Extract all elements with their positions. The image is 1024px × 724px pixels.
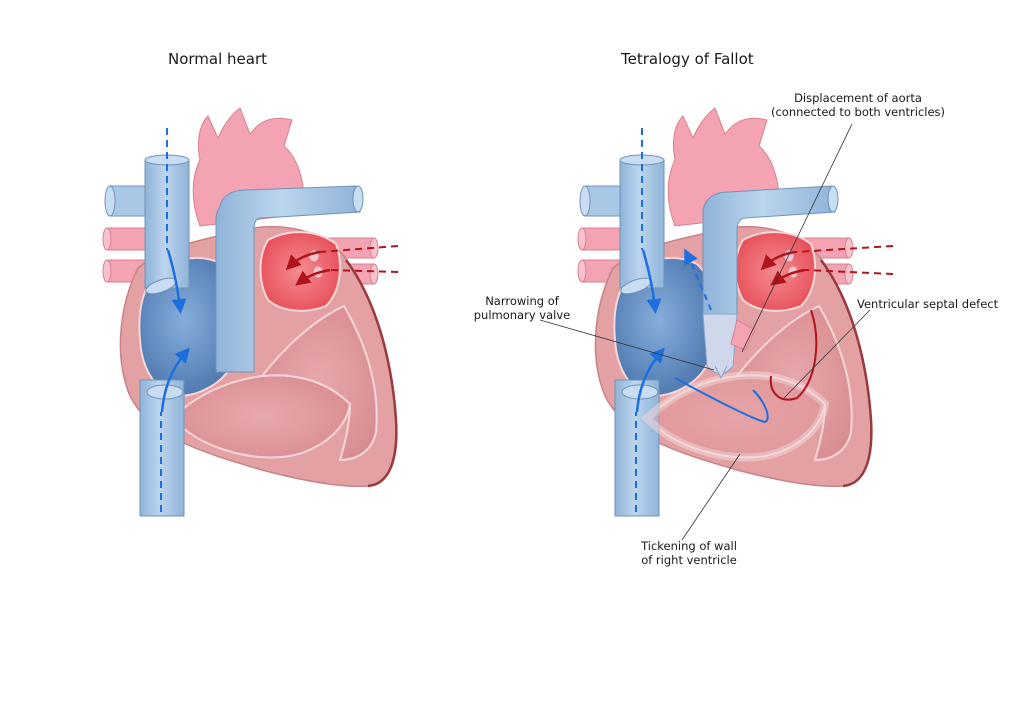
label-aorta-line1: Displacement of aorta [794, 91, 922, 105]
leader-septal [783, 309, 871, 399]
fallot-pa-flow [690, 261, 712, 311]
fallot-lv-loop [769, 309, 818, 401]
title-tetralogy-of-fallot: Tetralogy of Fallot [621, 50, 754, 68]
normal-la-arrow-1 [285, 250, 321, 271]
fallot-pv-flow-2 [804, 269, 894, 275]
normal-pv-flow-1 [319, 245, 399, 253]
fallot-pv-flow-1 [794, 245, 894, 253]
fallot-la-arrow-2 [770, 268, 806, 286]
label-pulmonary-line2: pulmonary valve [473, 308, 571, 322]
normal-ra-arrow-top [166, 249, 187, 314]
fallot-ra-arrow-top [641, 249, 662, 314]
label-pulmonary-narrowing: Narrowing of pulmonary valve [462, 294, 582, 322]
label-wall-line2: of right ventricle [641, 553, 737, 567]
normal-heart [101, 106, 399, 518]
label-rv-wall-thickening: Tickening of wall of right ventricle [624, 539, 754, 567]
leader-aorta [741, 123, 853, 353]
fallot-heart [576, 106, 894, 518]
label-pulmonary-line1: Narrowing of [485, 294, 559, 308]
fallot-ra-arrow-bottom [635, 347, 665, 413]
leader-wall [681, 453, 741, 541]
fallot-pa-arrow [684, 248, 698, 266]
normal-ra-arrow-bottom [160, 347, 190, 413]
normal-la-arrow-2 [295, 268, 331, 286]
label-aorta-line2: (connected to both ventricles) [770, 105, 946, 119]
title-normal-heart: Normal heart [168, 50, 268, 68]
label-septal-defect: Ventricular septal defect [857, 297, 999, 311]
leader-pulmonary [539, 319, 715, 371]
fallot-la-arrow-1 [760, 250, 796, 271]
label-aorta-displacement: Displacement of aorta (connected to both… [758, 91, 958, 119]
label-wall-line1: Tickening of wall [641, 539, 737, 553]
fallot-rv-loop [674, 377, 769, 424]
